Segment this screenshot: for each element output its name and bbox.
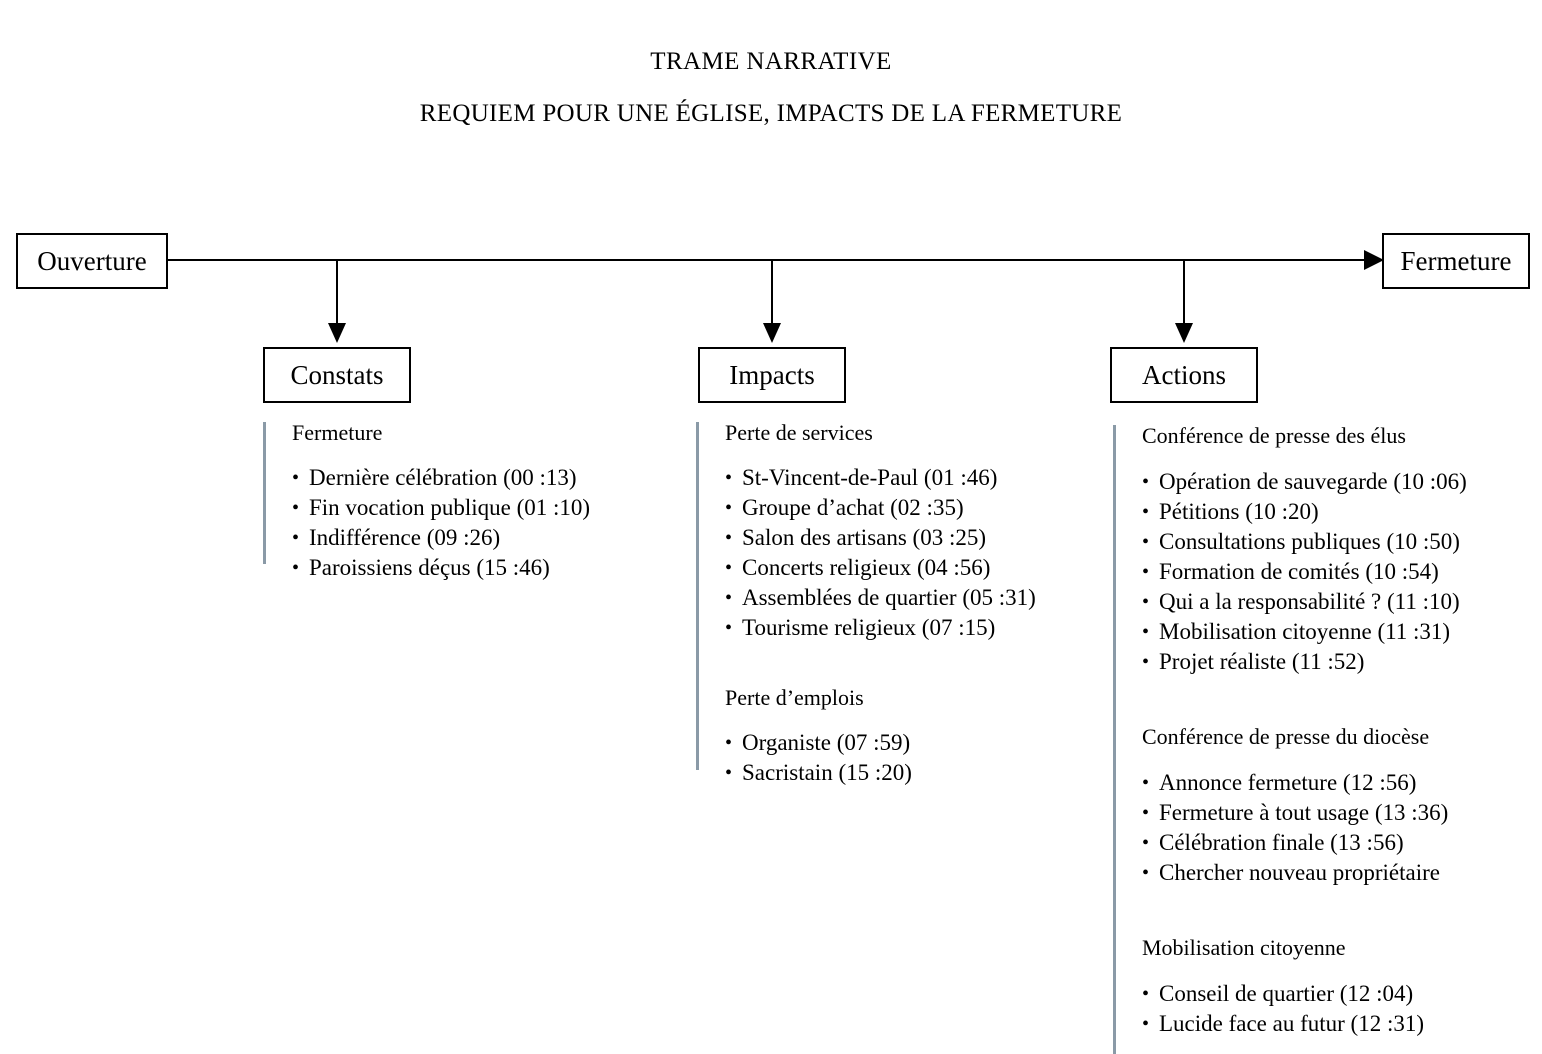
detail-group-title: Conférence de presse du diocèse [1142, 724, 1430, 749]
list-item: Indifférence (09 :26) [292, 523, 663, 553]
list-item: Groupe d’achat (02 :35) [725, 493, 1096, 523]
detail-group-list: Dernière célébration (00 :13) Fin vocati… [292, 463, 663, 583]
detail-group-title: Perte de services [725, 420, 873, 445]
connector-to-actions [1183, 260, 1185, 326]
list-item: Salon des artisans (03 :25) [725, 523, 1096, 553]
detail-group-list: Conseil de quartier (12 :04) Lucide face… [1142, 979, 1533, 1039]
list-item: Concerts religieux (04 :56) [725, 553, 1096, 583]
list-item: Conseil de quartier (12 :04) [1142, 979, 1533, 1009]
connector-to-impacts [771, 260, 773, 326]
node-actions-label: Actions [1142, 359, 1226, 390]
list-item: Assemblées de quartier (05 :31) [725, 583, 1096, 613]
detail-group: Conférence de presse du diocèse Annonce … [1142, 724, 1533, 889]
detail-group-list: Organiste (07 :59) Sacristain (15 :20) [725, 728, 1096, 788]
node-actions[interactable]: Actions [1110, 347, 1258, 403]
node-constats[interactable]: Constats [263, 347, 411, 403]
main-horizontal-connector [168, 259, 1364, 261]
list-item: Tourisme religieux (07 :15) [725, 613, 1096, 643]
list-item: Dernière célébration (00 :13) [292, 463, 663, 493]
arrow-right-icon-fermeture [1364, 250, 1384, 270]
detail-group: Perte d’emplois Organiste (07 :59) Sacri… [725, 685, 1096, 789]
list-item: Pétitions (10 :20) [1142, 497, 1533, 527]
list-item: Formation de comités (10 :54) [1142, 557, 1533, 587]
detail-group-title: Mobilisation citoyenne [1142, 935, 1346, 960]
list-item: Qui a la responsabilité ? (11 :10) [1142, 587, 1533, 617]
list-item: Projet réaliste (11 :52) [1142, 647, 1533, 677]
detail-column-constats: Fermeture Dernière célébration (00 :13) … [263, 422, 663, 583]
detail-group-list: Annonce fermeture (12 :56) Fermeture à t… [1142, 768, 1533, 888]
detail-column-actions: Conférence de presse des élus Opération … [1113, 425, 1533, 1054]
list-item: Sacristain (15 :20) [725, 758, 1096, 788]
arrow-down-icon-actions [1175, 323, 1193, 343]
detail-group: Conférence de presse des élus Opération … [1142, 423, 1533, 678]
title-block: TRAME NARRATIVE REQUIEM POUR UNE ÉGLISE,… [0, 46, 1542, 130]
node-fermeture[interactable]: Fermeture [1382, 233, 1530, 289]
list-item: Fermeture à tout usage (13 :36) [1142, 798, 1533, 828]
detail-group: Fermeture Dernière célébration (00 :13) … [292, 420, 663, 584]
detail-group-title: Fermeture [292, 420, 383, 445]
connector-to-constats [336, 260, 338, 326]
list-item: Consultations publiques (10 :50) [1142, 527, 1533, 557]
detail-group: Perte de services St-Vincent-de-Paul (01… [725, 420, 1096, 644]
node-ouverture-label: Ouverture [37, 245, 147, 276]
node-ouverture[interactable]: Ouverture [16, 233, 168, 289]
list-item: Annonce fermeture (12 :56) [1142, 768, 1533, 798]
list-item: Mobilisation citoyenne (11 :31) [1142, 617, 1533, 647]
node-impacts[interactable]: Impacts [698, 347, 846, 403]
node-fermeture-label: Fermeture [1400, 245, 1512, 276]
list-item: Chercher nouveau propriétaire [1142, 858, 1533, 888]
detail-group: Mobilisation citoyenne Conseil de quarti… [1142, 935, 1533, 1040]
detail-group-title: Perte d’emplois [725, 685, 864, 710]
list-item: Célébration finale (13 :56) [1142, 828, 1533, 858]
node-constats-label: Constats [290, 359, 384, 390]
list-item: St-Vincent-de-Paul (01 :46) [725, 463, 1096, 493]
node-impacts-label: Impacts [729, 359, 815, 390]
arrow-down-icon-impacts [763, 323, 781, 343]
detail-group-list: St-Vincent-de-Paul (01 :46) Groupe d’ach… [725, 463, 1096, 643]
list-item: Lucide face au futur (12 :31) [1142, 1009, 1533, 1039]
list-item: Fin vocation publique (01 :10) [292, 493, 663, 523]
detail-group-list: Opération de sauvegarde (10 :06) Pétitio… [1142, 467, 1533, 677]
arrow-down-icon-constats [328, 323, 346, 343]
list-item: Opération de sauvegarde (10 :06) [1142, 467, 1533, 497]
page-subtitle: REQUIEM POUR UNE ÉGLISE, IMPACTS DE LA F… [419, 100, 1123, 128]
page-title: TRAME NARRATIVE [650, 48, 892, 75]
detail-group-title: Conférence de presse des élus [1142, 423, 1406, 448]
list-item: Organiste (07 :59) [725, 728, 1096, 758]
detail-column-impacts: Perte de services St-Vincent-de-Paul (01… [696, 420, 1096, 788]
list-item: Paroissiens déçus (15 :46) [292, 553, 663, 583]
